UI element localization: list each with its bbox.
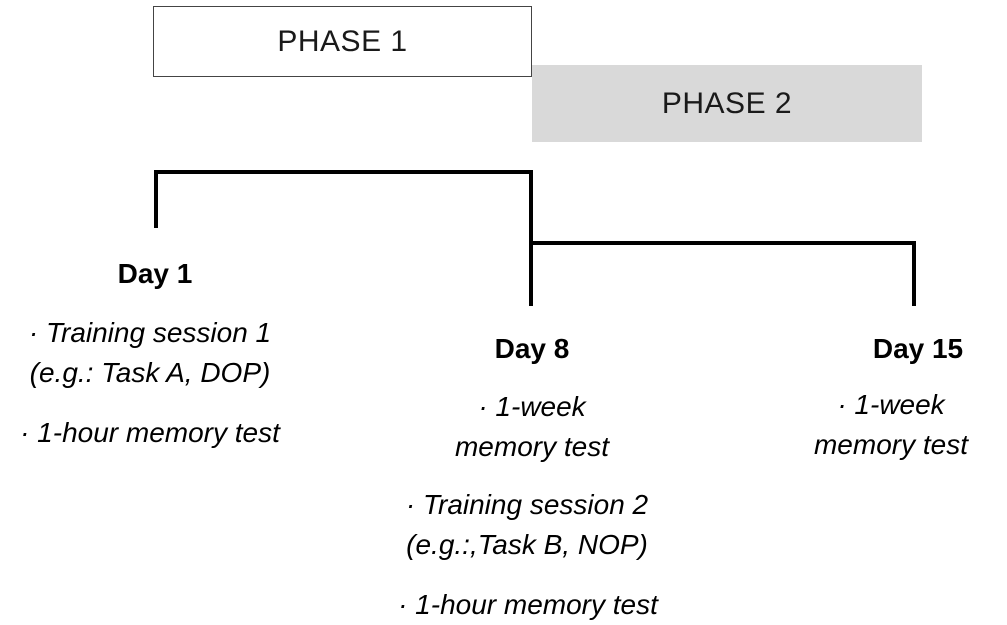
- day-8-training-session-line2: (e.g.:,Task B, NOP): [406, 529, 648, 560]
- day-8-week-test-line2: memory test: [454, 431, 610, 462]
- phase-2-bracket: [531, 241, 916, 306]
- day-1-memory-test: · 1-hour memory test: [20, 417, 280, 448]
- day-15-week-test-line1: · 1-week: [837, 389, 945, 420]
- day-15-week-test-line2: memory test: [813, 429, 969, 460]
- phase-2-label: PHASE 2: [661, 86, 793, 120]
- day-8-hour-test: · 1-hour memory test: [398, 589, 658, 620]
- phase-1-box: PHASE 1: [153, 6, 532, 77]
- day-1-training-session-line2: (e.g.: Task A, DOP): [29, 357, 271, 388]
- day-8-title: Day 8: [494, 333, 570, 364]
- phase-2-box: PHASE 2: [532, 65, 922, 142]
- day-1-title: Day 1: [117, 258, 193, 289]
- day-8-training-session-line1: · Training session 2: [405, 489, 649, 520]
- day-15-title: Day 15: [872, 333, 964, 364]
- day-1-training-session-line1: · Training session 1: [28, 317, 272, 348]
- day-8-week-test-line1: · 1-week: [478, 391, 586, 422]
- phase-1-label: PHASE 1: [277, 24, 408, 58]
- phase-1-bracket: [154, 170, 533, 306]
